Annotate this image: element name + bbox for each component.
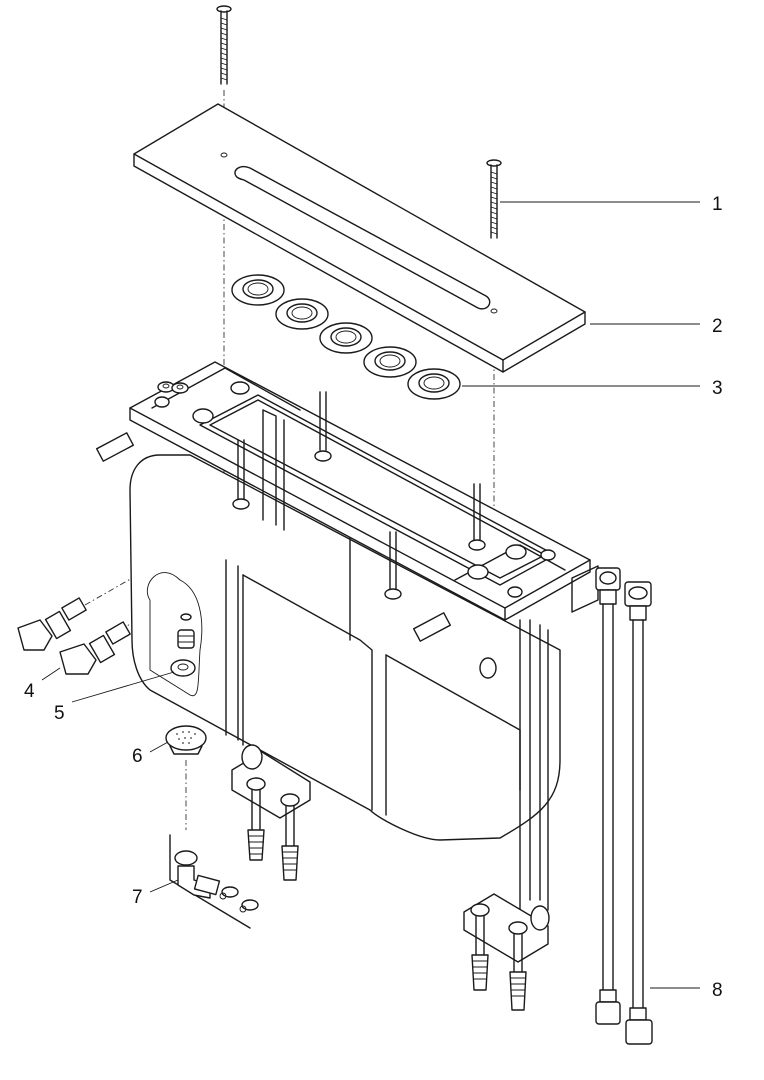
leader-lines: [41, 201, 700, 989]
callout-1: 1: [712, 194, 723, 215]
part-6-strainer: [165, 725, 207, 755]
stop-valve: [17, 597, 87, 651]
anchor-bolt: [509, 933, 527, 1011]
callout-6: 6: [132, 746, 143, 767]
nut: [192, 408, 214, 424]
stop-valve: [59, 621, 131, 675]
threaded-rod: [468, 483, 486, 551]
part-8-hoses: [595, 567, 653, 1045]
part-4-stop-valves: [17, 597, 131, 675]
top-frame: [96, 361, 599, 642]
rosette: [407, 368, 461, 400]
nut: [540, 549, 556, 561]
callout-8: 8: [712, 980, 723, 1001]
clip: [239, 899, 259, 913]
callout-5: 5: [54, 703, 65, 724]
anchor-bolt: [471, 915, 489, 991]
hose: [595, 567, 621, 1025]
anchor-bolt: [281, 805, 299, 881]
callout-3: 3: [712, 378, 723, 399]
nut: [467, 564, 489, 580]
mounting-box-body: [129, 454, 561, 911]
screw-left: [216, 5, 232, 85]
nut: [230, 381, 250, 395]
rosette: [363, 346, 417, 378]
part-1-screws: [216, 5, 502, 239]
frame-bolts: [154, 381, 556, 600]
threaded-rod: [384, 531, 402, 600]
threaded-rod: [314, 391, 332, 462]
bracket-post: [262, 409, 285, 531]
hose: [624, 581, 653, 1045]
callout-labels: 1 2 3 4 5 6 7 8: [24, 194, 723, 1001]
wall-bracket-left: [231, 744, 311, 881]
nut: [154, 396, 170, 408]
anchor-bolt: [247, 789, 265, 861]
clip: [219, 886, 239, 900]
rosette: [275, 298, 329, 330]
callout-4: 4: [24, 681, 35, 702]
nut: [505, 544, 527, 560]
callout-2: 2: [712, 316, 723, 337]
part-7-elbow-fittings: [169, 834, 259, 929]
screw-right: [486, 159, 502, 239]
nut: [171, 382, 189, 394]
wall-bracket-right: [463, 893, 550, 1011]
nut: [507, 586, 523, 598]
threaded-rod: [232, 439, 250, 510]
part-5-connector: [170, 613, 196, 677]
callout-7: 7: [132, 887, 143, 908]
part-3-rosettes: [231, 274, 461, 400]
rosette: [231, 274, 285, 306]
rosette: [319, 322, 373, 354]
part-2-cover-plate: [133, 103, 586, 373]
